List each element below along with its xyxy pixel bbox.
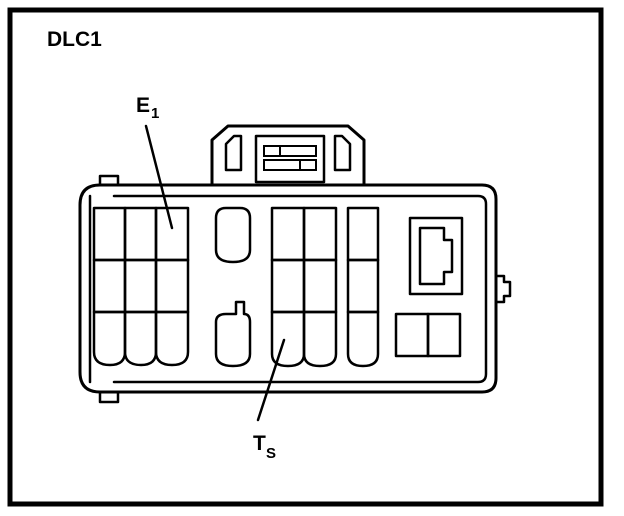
label-e1-sub: 1 xyxy=(151,105,159,122)
label-ts-sub: S xyxy=(266,445,276,462)
label-e1-main: E xyxy=(136,94,150,117)
terminal-block-center xyxy=(270,206,338,368)
label-ts-main: T xyxy=(253,432,266,455)
diagram-title: DLC1 xyxy=(47,28,102,51)
terminal-block-left xyxy=(92,206,190,367)
connector-latch xyxy=(210,124,366,187)
leader-ts xyxy=(256,338,286,422)
housing-side-tab xyxy=(494,274,512,304)
leader-e1 xyxy=(144,124,174,230)
label-e1: E 1 xyxy=(136,94,174,230)
figure-frame xyxy=(7,7,604,507)
connector-housing xyxy=(78,183,498,394)
terminal-pair-right xyxy=(394,312,462,358)
dlc1-connector xyxy=(78,124,512,404)
terminal-socket-right xyxy=(408,216,464,296)
key-slot-lower xyxy=(214,300,252,368)
label-ts: T S xyxy=(253,338,286,462)
key-slot-upper xyxy=(214,206,252,264)
terminal-column-single xyxy=(346,206,380,368)
housing-left-rail xyxy=(98,174,120,404)
